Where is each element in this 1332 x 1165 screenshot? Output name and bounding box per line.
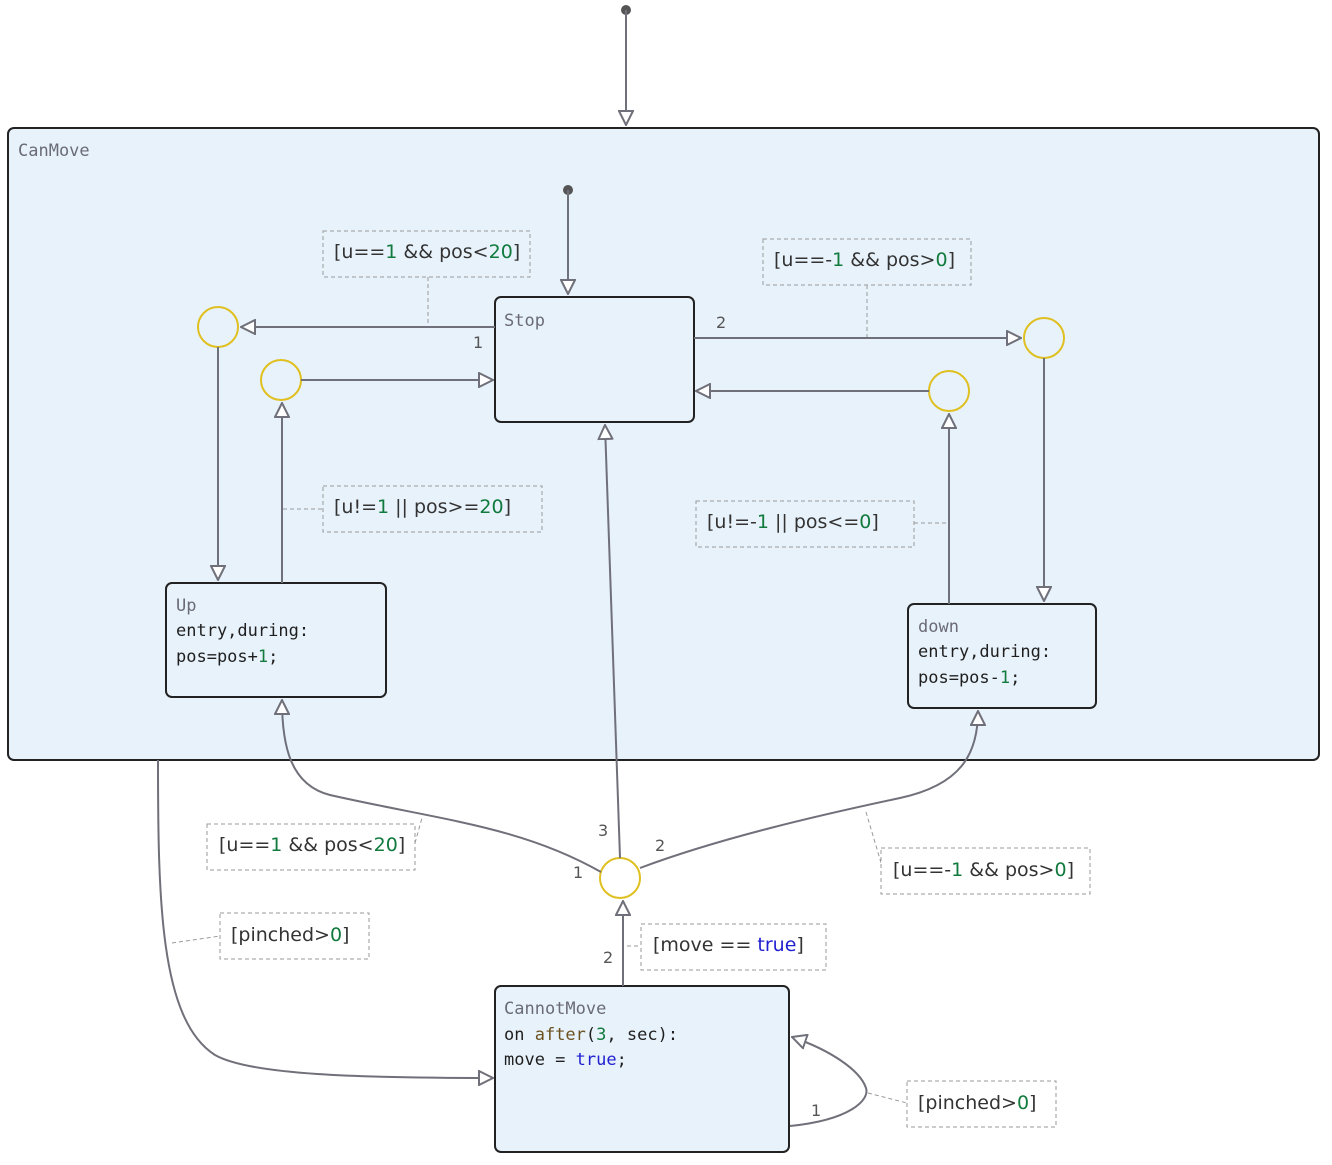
condition-up-exit-text: [u!=1 || pos>=20]	[334, 496, 511, 518]
transition-can-move-to-cannot-move[interactable]	[157, 759, 493, 1078]
junction-bottom[interactable]	[599, 857, 641, 899]
order-cannot-self: 1	[811, 1101, 821, 1120]
order-junction-stop: 3	[598, 821, 608, 840]
condition-move-true[interactable]: [move == true]	[627, 923, 827, 971]
condition-stop-to-down-text: [u==-1 && pos>0]	[774, 249, 955, 271]
state-down-name: down	[918, 617, 959, 637]
condition-down-exit[interactable]: [u!=-1 || pos<=0]	[695, 500, 948, 548]
transition-junction-bottom-to-up[interactable]	[282, 700, 602, 873]
condition-move-true-text: [move == true]	[653, 934, 804, 956]
condition-down-exit-text: [u!=-1 || pos<=0]	[707, 511, 879, 533]
condition-junction-to-down-text: [u==-1 && pos>0]	[893, 859, 1074, 881]
default-transition-top[interactable]	[621, 5, 631, 125]
condition-stop-to-down[interactable]: [u==-1 && pos>0]	[762, 238, 972, 337]
state-cannot-move-action-2: move = true;	[504, 1050, 627, 1070]
order-junction-up: 1	[573, 863, 583, 882]
state-can-move-name: CanMove	[18, 141, 90, 161]
state-cannot-move-action-1: on after(3, sec):	[504, 1025, 678, 1045]
state-cannot-move-name: CannotMove	[504, 999, 606, 1019]
state-up-action-2: pos=pos+1;	[176, 647, 278, 667]
state-stop[interactable]: Stop	[494, 296, 695, 423]
order-junction-down: 2	[655, 836, 665, 855]
state-down[interactable]: down entry,during: pos=pos-1;	[907, 603, 1097, 709]
condition-stop-to-up-text: [u==1 && pos<20]	[334, 241, 520, 263]
default-transition-inner[interactable]	[563, 185, 573, 294]
condition-pinched-exit[interactable]: [pinched>0]	[171, 912, 370, 960]
condition-pinched-self[interactable]: [pinched>0]	[867, 1080, 1057, 1128]
condition-stop-to-up[interactable]: [u==1 && pos<20]	[322, 230, 531, 326]
transition-junction-bottom-to-stop[interactable]	[605, 425, 621, 859]
condition-up-exit[interactable]: [u!=1 || pos>=20]	[283, 485, 543, 533]
condition-junction-to-up[interactable]: [u==1 && pos<20]	[206, 817, 423, 871]
order-cannot-to-junction: 2	[603, 948, 613, 967]
state-up[interactable]: Up entry,during: pos=pos+1;	[165, 582, 387, 698]
state-stop-name: Stop	[504, 311, 545, 331]
state-up-action-1: entry,during:	[176, 621, 309, 641]
condition-junction-to-up-text: [u==1 && pos<20]	[219, 834, 405, 856]
transition-cannot-move-self[interactable]	[790, 1037, 868, 1127]
condition-pinched-exit-text: [pinched>0]	[231, 924, 349, 946]
transition-junction-bottom-to-down[interactable]	[639, 711, 978, 869]
condition-pinched-self-text: [pinched>0]	[918, 1092, 1036, 1114]
state-cannot-move[interactable]: CannotMove on after(3, sec): move = true…	[494, 985, 790, 1153]
state-down-action-2: pos=pos-1;	[918, 668, 1020, 688]
condition-junction-to-down[interactable]: [u==-1 && pos>0]	[865, 811, 1091, 895]
order-stop-up: 1	[473, 333, 483, 352]
state-up-name: Up	[176, 596, 196, 616]
order-stop-down: 2	[716, 313, 726, 332]
state-down-action-1: entry,during:	[918, 642, 1051, 662]
